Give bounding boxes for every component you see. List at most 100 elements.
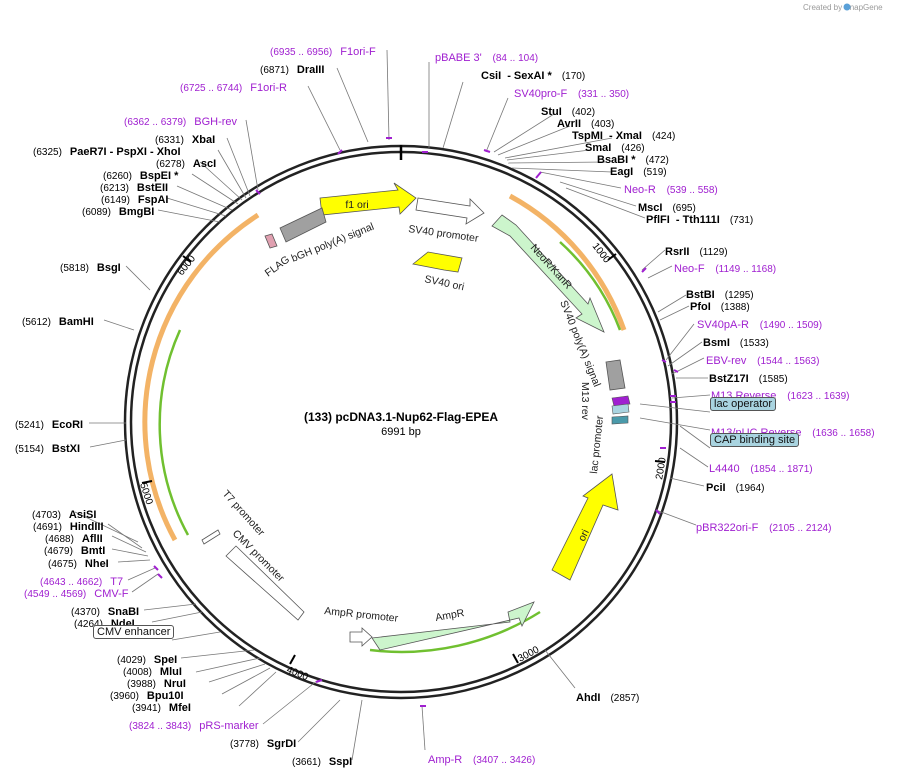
primer-label-f1ori-f[interactable]: (6935 .. 6956)F1ori-F <box>270 42 376 60</box>
enzyme-label-bstbi[interactable]: BstBI(1295) <box>686 285 754 303</box>
feature-tag-cap-binding-site[interactable]: CAP binding site <box>710 430 800 448</box>
ori-label: ori <box>576 528 592 544</box>
m13-rev-mark[interactable] <box>611 395 631 407</box>
primer-label-cmv-f[interactable]: (4549 .. 4569)CMV-F <box>24 584 129 602</box>
enzyme-label-rsrii[interactable]: RsrII(1129) <box>665 242 728 260</box>
enzyme-label-draiii[interactable]: (6871)DraIII <box>260 60 324 78</box>
enzyme-label-smai[interactable]: SmaI(426) <box>585 138 645 156</box>
enzyme-label-mfei[interactable]: (3941)MfeI <box>132 698 191 716</box>
enzyme-label-xbai[interactable]: (6331)XbaI <box>155 130 215 148</box>
primer-label-neo-f[interactable]: Neo-F (1149 .. 1168) <box>674 259 776 277</box>
lac-operator-mark[interactable] <box>611 403 630 415</box>
enzyme-label-spei[interactable]: (4029)SpeI <box>117 650 177 668</box>
feature-ampr[interactable]: AmpR <box>371 601 535 651</box>
enzyme-label-aflii[interactable]: (4688)AflII <box>45 529 103 547</box>
m13-box[interactable] <box>605 359 626 391</box>
enzyme-name: PaeR7I - PspXI - XhoI <box>69 146 181 158</box>
enzyme-label-bsmi[interactable]: BsmI(1533) <box>703 333 769 351</box>
enzyme-label-eagi[interactable]: EagI(519) <box>610 162 667 180</box>
neor-arrow[interactable] <box>491 214 605 333</box>
enzyme-label-bpu10i[interactable]: (3960)Bpu10I <box>110 686 184 704</box>
enzyme-label-bmti[interactable]: (4679)BmtI <box>44 541 105 559</box>
enzyme-label-snabi[interactable]: (4370)SnaBI <box>71 602 139 620</box>
feature-tag-lac-operator[interactable]: lac operator <box>710 394 777 412</box>
sv40-ori-label: SV40 ori <box>423 273 465 293</box>
enzyme-name: RsrII <box>665 246 690 258</box>
feature-sv40-promoter[interactable]: SV40 promoter <box>408 197 485 245</box>
primer-label-pbr322ori-f[interactable]: pBR322ori-F (2105 .. 2124) <box>696 518 831 536</box>
sv40-ori-box[interactable] <box>412 251 463 273</box>
feature-f1-ori[interactable]: f1 ori <box>319 182 417 216</box>
enzyme-label-stui[interactable]: StuI(402) <box>541 102 595 120</box>
enzyme-label-ahdi[interactable]: AhdI(2857) <box>576 688 639 706</box>
primer-label-pbabe-3[interactable]: pBABE 3' (84 .. 104) <box>435 48 538 66</box>
enzyme-label-ecori[interactable]: (5241)EcoRI <box>15 415 83 433</box>
primer-range: (1544 .. 1563) <box>754 356 820 367</box>
enzyme-label-asisi[interactable]: (4703)AsiSI <box>32 505 96 523</box>
t7-promoter-arrow[interactable] <box>201 529 221 545</box>
cmv-promoter-arrow[interactable] <box>225 545 305 621</box>
enzyme-label-sgrdi[interactable]: (3778)SgrDI <box>230 734 296 752</box>
feature-ori[interactable]: ori <box>551 473 619 581</box>
primer-label-sv40pa-r[interactable]: SV40pA-R (1490 .. 1509) <box>697 315 822 333</box>
feature-bgh-polya[interactable]: bGH poly(A) signal <box>279 207 376 265</box>
cap-site-mark[interactable] <box>611 415 629 425</box>
enzyme-label-hindiii[interactable]: (4691)HindIII <box>33 517 104 535</box>
enzyme-label-bstz17i[interactable]: BstZ17I(1585) <box>709 369 788 387</box>
enzyme-label-pfoi[interactable]: PfoI(1388) <box>690 297 750 315</box>
primer-label-l4440[interactable]: L4440 (1854 .. 1871) <box>709 459 813 477</box>
enzyme-label-mlui[interactable]: (4008)MluI <box>123 662 182 680</box>
feature-m13-rev[interactable]: M13 rev <box>579 359 631 425</box>
enzyme-label-bmgbi[interactable]: (6089)BmgBI <box>82 202 154 220</box>
enzyme-label-tspmi[interactable]: TspMI- XmaI(424) <box>572 126 675 144</box>
plasmid-name: (133) pcDNA3.1-Nup62-Flag-EPEA <box>304 410 498 424</box>
enzyme-label-nhei[interactable]: (4675)NheI <box>48 554 109 572</box>
primer-label-prs-marker[interactable]: (3824 .. 3843)pRS-marker <box>129 716 259 734</box>
enzyme-label-avrii[interactable]: AvrII(403) <box>557 114 614 132</box>
enzyme-name-extra: - Tth111I <box>675 214 720 226</box>
feature-tag-cmv-enhancer[interactable]: CMV enhancer <box>93 622 175 640</box>
ampr-promoter-arrow[interactable] <box>349 627 373 647</box>
enzyme-label-nrui[interactable]: (3988)NruI <box>127 674 186 692</box>
primer-marks <box>153 137 679 707</box>
enzyme-label-sspi[interactable]: (3661)SspI <box>292 752 352 770</box>
enzyme-label-msci[interactable]: MscI(695) <box>638 198 696 216</box>
sv40-promoter-arrow[interactable] <box>415 197 485 225</box>
feature-neor[interactable]: NeoR/KanR <box>491 214 605 333</box>
primer-label-bgh-rev[interactable]: (6362 .. 6379)BGH-rev <box>124 112 237 130</box>
primer-range: (1623 .. 1639) <box>784 391 850 402</box>
enzyme-label-csii[interactable]: CsiI- SexAI *(170) <box>481 66 585 84</box>
feature-sv40-ori[interactable]: SV40 ori <box>412 251 465 293</box>
primer-label-amp-r[interactable]: Amp-R (3407 .. 3426) <box>428 750 535 768</box>
enzyme-label-bspei[interactable]: (6260)BspEI * <box>103 166 178 184</box>
enzyme-label-bamhi[interactable]: (5612)BamHI <box>22 312 94 330</box>
enzyme-label-pcii[interactable]: PciI(1964) <box>706 478 764 496</box>
enzyme-name: BsaBI * <box>597 154 636 166</box>
primer-label-ebv-rev[interactable]: EBV-rev (1544 .. 1563) <box>706 351 819 369</box>
enzyme-name: AflII <box>81 533 103 545</box>
enzyme-label-bsgi[interactable]: (5818)BsgI <box>60 258 121 276</box>
ori-arrow[interactable] <box>551 473 619 581</box>
primer-label-f1ori-r[interactable]: (6725 .. 6744)F1ori-R <box>180 78 287 96</box>
enzyme-label-bstxi[interactable]: (5154)BstXI <box>15 439 80 457</box>
tick-2000: 2000 <box>654 456 669 480</box>
enzyme-label-bsabi[interactable]: BsaBI *(472) <box>597 150 669 168</box>
feature-cmv-promoter[interactable]: CMV promoter <box>225 528 305 621</box>
primer-label-neo-r[interactable]: Neo-R (539 .. 558) <box>624 180 718 198</box>
enzyme-label-fspai[interactable]: (6149)FspAI <box>101 190 168 208</box>
flag-box[interactable] <box>264 233 278 249</box>
enzyme-name: MscI <box>638 202 663 214</box>
ampr-arrow[interactable] <box>371 601 535 651</box>
primer-label-t7[interactable]: (4643 .. 4662)T7 <box>40 572 123 590</box>
primer-label-sv40pro-f[interactable]: SV40pro-F (331 .. 350) <box>514 84 629 102</box>
f1-ori-arrow[interactable] <box>319 182 417 216</box>
enzyme-label-asci[interactable]: (6278)AscI <box>156 154 216 172</box>
enzyme-position: (6871) <box>260 65 289 76</box>
bgh-box[interactable] <box>279 207 327 243</box>
enzyme-label-pflfi[interactable]: PflFI- Tth111I(731) <box>646 210 753 228</box>
enzyme-label-paer7i-pspxi-xhoi[interactable]: (6325)PaeR7I - PspXI - XhoI <box>33 142 181 160</box>
enzyme-position: (4703) <box>32 510 61 521</box>
primer-range: (3824 .. 3843) <box>129 721 192 732</box>
enzyme-name: BmgBI <box>118 206 155 218</box>
enzyme-label-bsteii[interactable]: (6213)BstEII <box>100 178 168 196</box>
